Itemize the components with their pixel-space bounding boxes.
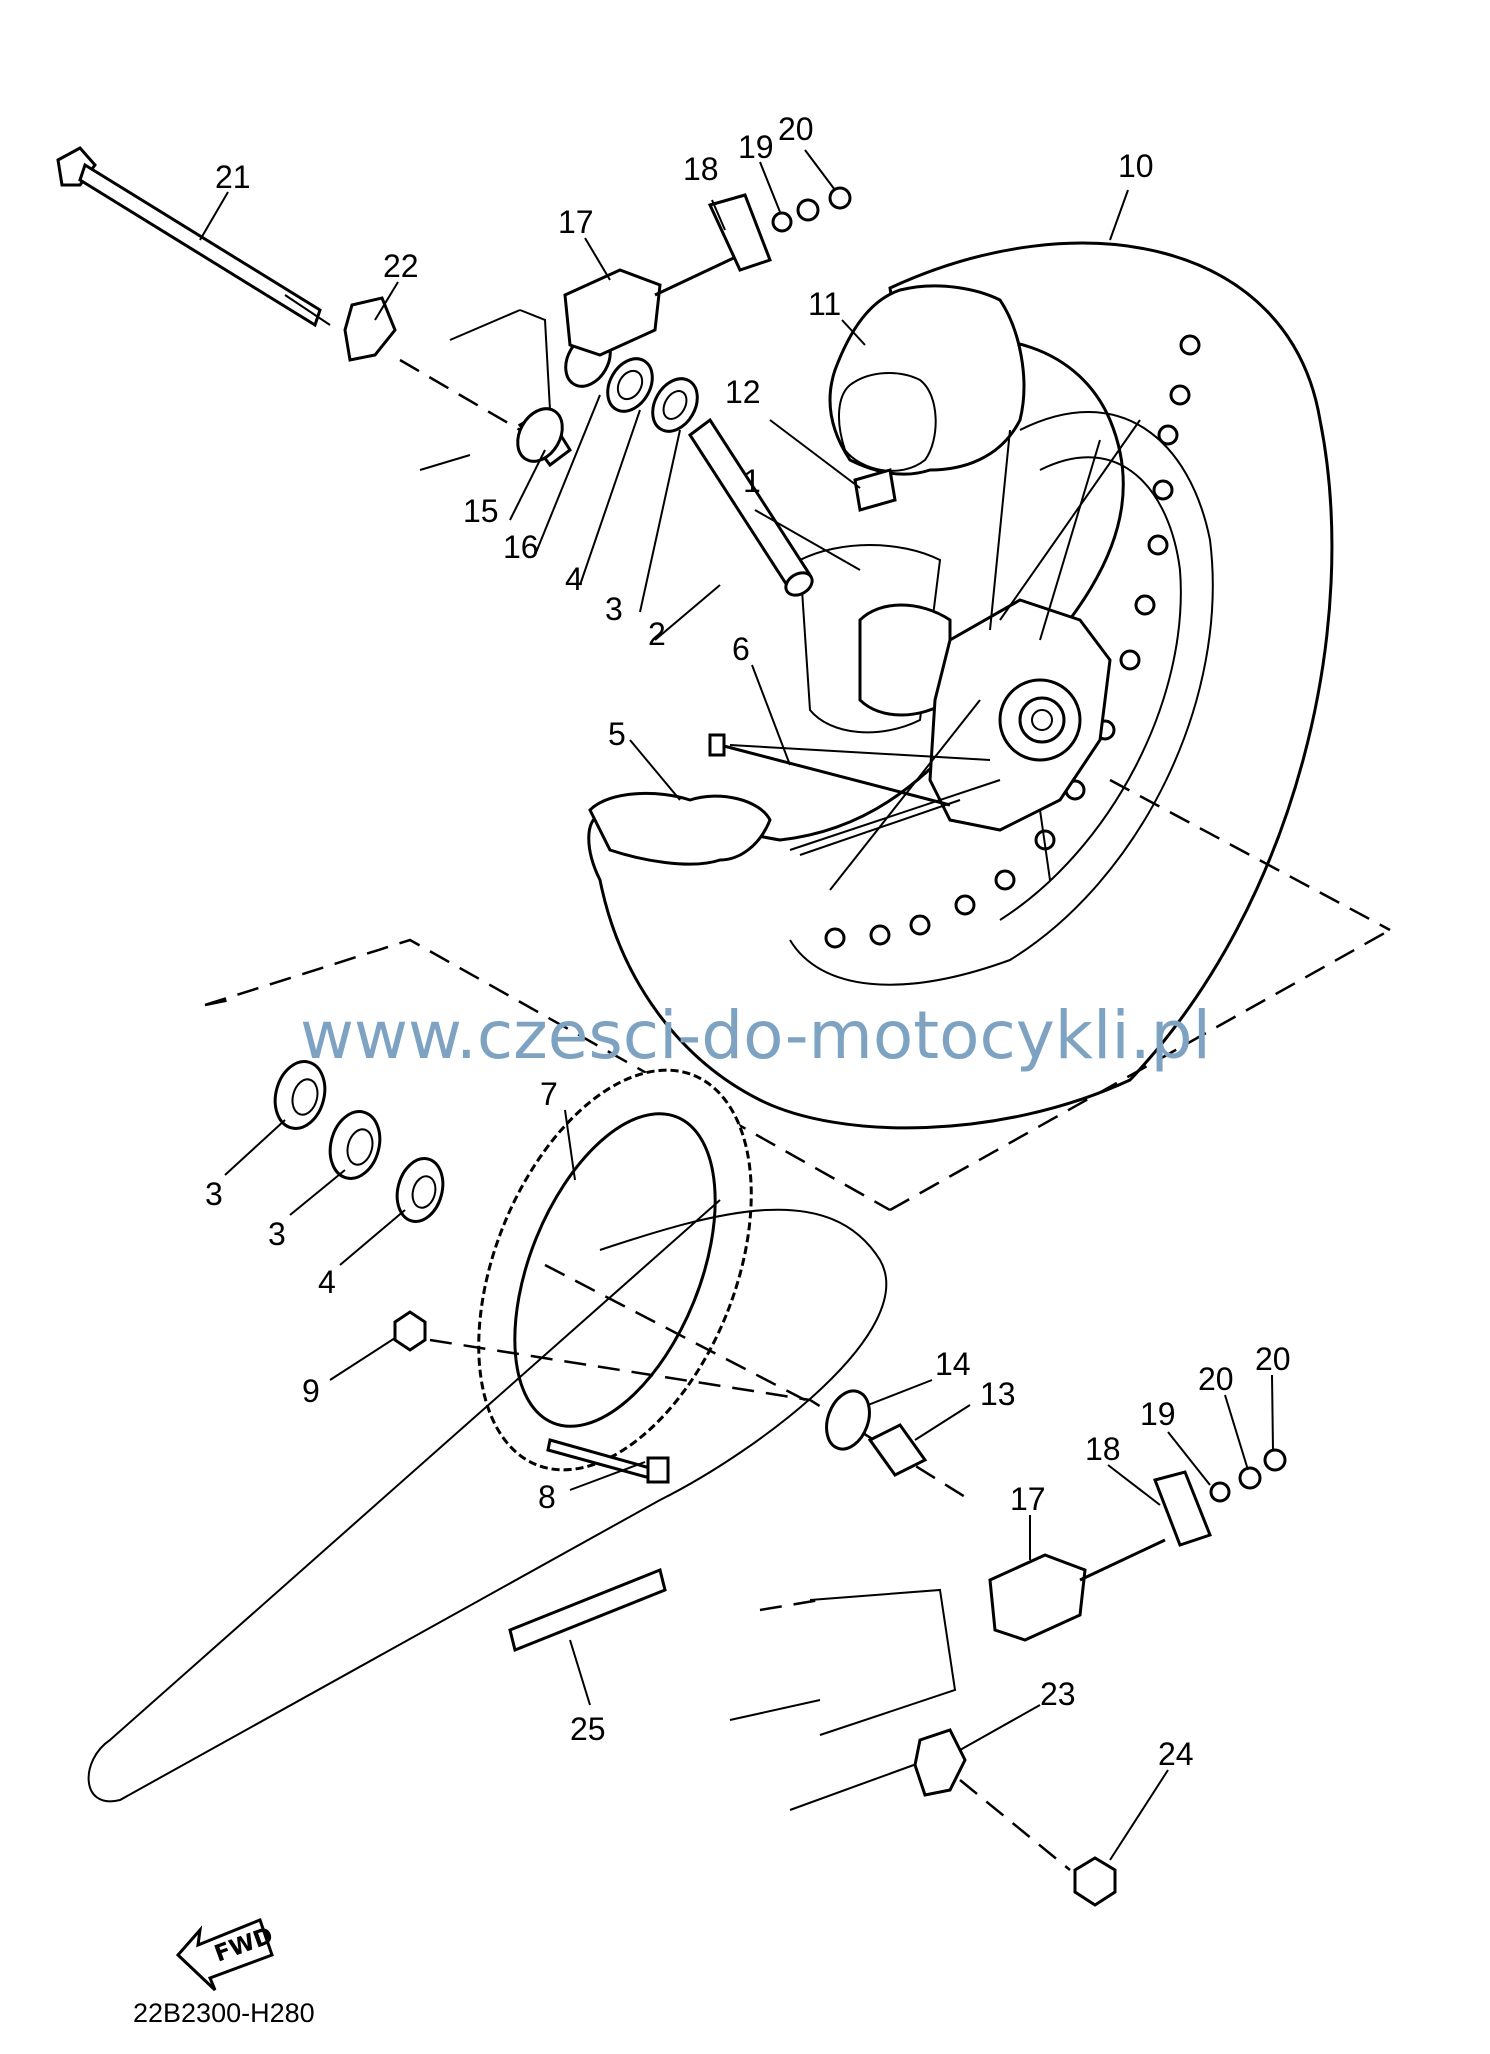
- label-4-upper: 4: [565, 561, 583, 597]
- label-2: 2: [648, 616, 666, 652]
- label-1: 1: [743, 463, 761, 499]
- sprocket: [477, 1068, 753, 1472]
- label-4-lower: 4: [318, 1264, 336, 1300]
- label-15: 15: [463, 493, 499, 529]
- callout-numbers: 1 2 3 3 3 4 4 5 6 7 8 9 10 11 12 13 14 1…: [205, 111, 1291, 1772]
- label-18-upper: 18: [683, 151, 719, 187]
- sprocket-fasteners: [393, 1310, 670, 1484]
- label-16: 16: [503, 529, 539, 565]
- axle: [56, 146, 331, 328]
- nut-axis: [429, 1338, 971, 1502]
- hub: [798, 544, 1112, 832]
- label-10: 10: [1118, 148, 1154, 184]
- label-18-lower: 18: [1085, 1431, 1121, 1467]
- label-6: 6: [732, 631, 750, 667]
- label-7: 7: [540, 1076, 558, 1112]
- axle-plate-left: [343, 296, 397, 362]
- chain-link-segment: [508, 1567, 667, 1653]
- spokes: [729, 419, 1141, 891]
- label-8: 8: [538, 1479, 556, 1515]
- drawing-code: 22B2300-H280: [133, 1998, 315, 2028]
- hub-axis-box: [1109, 778, 1391, 932]
- label-19-upper: 19: [738, 129, 774, 165]
- upper-bearings: [516, 332, 699, 468]
- chain-adjuster-lower: [988, 1448, 1287, 1642]
- label-13: 13: [980, 1376, 1016, 1412]
- sprocket-axis: [544, 1263, 806, 1402]
- label-19-lower: 19: [1140, 1396, 1176, 1432]
- label-20-lower-b: 20: [1255, 1341, 1291, 1377]
- label-3-upper: 3: [605, 591, 623, 627]
- label-24: 24: [1158, 1736, 1194, 1772]
- label-17-upper: 17: [558, 204, 594, 240]
- chain-adjuster-upper: [563, 186, 852, 357]
- swingarm-upper: [399, 309, 551, 471]
- label-3-lower-b: 3: [268, 1216, 286, 1252]
- oil-seal-collar-lower: [825, 1389, 928, 1477]
- watermark-url: www.czesci-do-motocykli.pl: [300, 997, 1211, 1074]
- axle-plate-nut-lower: [913, 1728, 1117, 1907]
- label-23: 23: [1040, 1676, 1076, 1712]
- lower-bearings: [273, 1060, 445, 1223]
- label-20-upper: 20: [778, 111, 814, 147]
- tire: [587, 241, 1334, 1130]
- label-14: 14: [935, 1346, 971, 1382]
- label-5: 5: [608, 716, 626, 752]
- rim-band: [853, 468, 897, 512]
- label-17-lower: 17: [1010, 1481, 1046, 1517]
- label-3-lower-a: 3: [205, 1176, 223, 1212]
- label-12: 12: [725, 374, 761, 410]
- label-25: 25: [570, 1711, 606, 1747]
- spoke-part: [708, 733, 951, 807]
- label-11: 11: [808, 286, 841, 322]
- label-22: 22: [383, 248, 419, 284]
- label-9: 9: [302, 1373, 320, 1409]
- label-21: 21: [215, 159, 251, 195]
- leader-lines: [199, 149, 1274, 1861]
- rim-holes: [824, 334, 1201, 949]
- drive-chain: [87, 1199, 888, 1803]
- collar: [687, 417, 814, 597]
- forward-arrow-icon: FWD: [175, 1918, 277, 1992]
- inner-tube: [828, 284, 1026, 476]
- label-20-lower-a: 20: [1198, 1361, 1234, 1397]
